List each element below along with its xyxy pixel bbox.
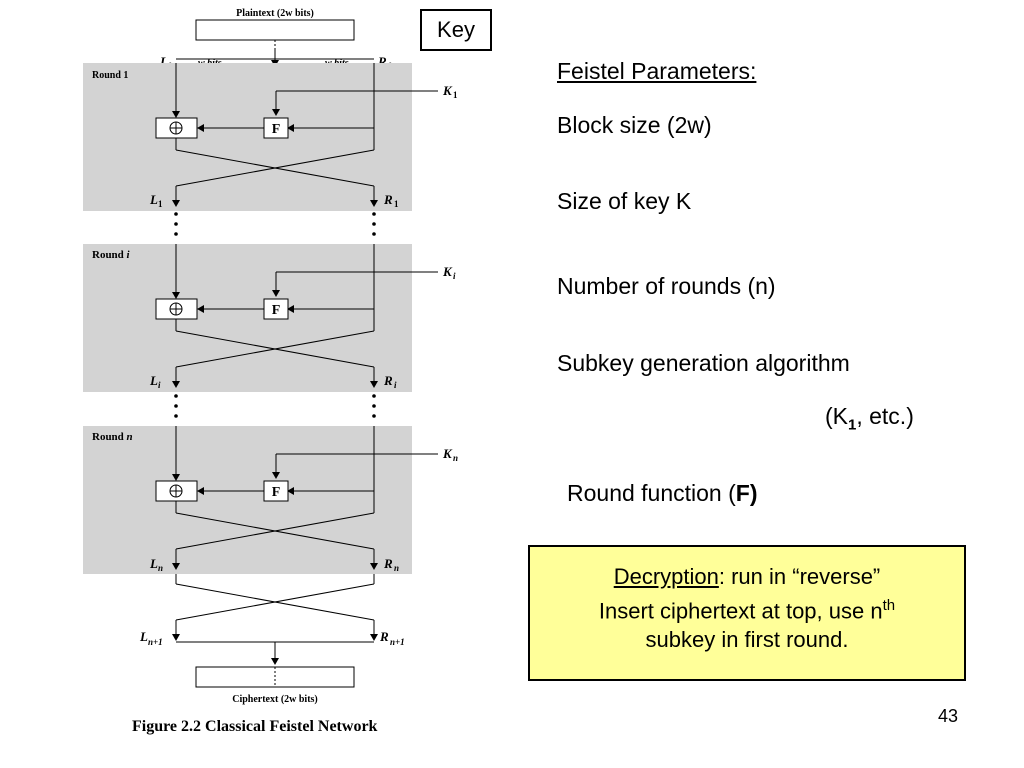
- svg-text:n: n: [394, 563, 399, 573]
- param-subkey-gen: Subkey generation algorithm: [557, 350, 850, 376]
- round-n: Round n K n F L n: [83, 426, 458, 574]
- L1-label: L 1: [149, 192, 163, 209]
- Ri-label: R i: [383, 373, 397, 390]
- plaintext-box: [195, 19, 355, 41]
- svg-text:i: i: [394, 380, 397, 390]
- svg-text:L: L: [149, 373, 158, 388]
- svg-text:R: R: [383, 373, 393, 388]
- svg-text:Round 1: Round 1: [92, 70, 128, 81]
- feistel-diagram: Plaintext (2w bits) L 0 w bits w bits R …: [83, 8, 458, 705]
- Li-label: L i: [149, 373, 161, 390]
- param-key-size: Size of key K: [557, 188, 692, 214]
- svg-text:F: F: [272, 122, 281, 137]
- svg-text:K: K: [442, 83, 453, 98]
- svg-text:i: i: [453, 271, 456, 281]
- svg-text:1: 1: [158, 199, 163, 209]
- svg-text:K: K: [442, 446, 453, 461]
- param-subkey-example: (K1, etc.): [825, 403, 914, 434]
- Rn1-label: R n+1: [379, 629, 405, 647]
- svg-text:R: R: [383, 192, 393, 207]
- svg-text:L: L: [139, 629, 148, 644]
- decryption-note: Decryption: run in “reverse” Insert ciph…: [528, 545, 966, 681]
- Ln1-label: L n+1: [139, 629, 163, 647]
- Ln-label: L n: [149, 556, 163, 573]
- param-round-function: Round function (F): [567, 480, 758, 506]
- param-rounds: Number of rounds (n): [557, 273, 776, 299]
- ciphertext-label: Ciphertext (2w bits): [232, 694, 318, 705]
- svg-text:1: 1: [394, 199, 399, 209]
- svg-text:n: n: [453, 453, 458, 463]
- svg-text:L: L: [149, 192, 158, 207]
- figure-caption: Figure 2.2 Classical Feistel Network: [132, 718, 378, 735]
- svg-text:L: L: [149, 556, 158, 571]
- param-block-size: Block size (2w): [557, 112, 712, 138]
- svg-text:i: i: [158, 380, 161, 390]
- svg-text:L: L: [159, 54, 168, 69]
- key-box: Key: [420, 9, 492, 51]
- svg-text:K: K: [442, 264, 453, 279]
- svg-text:n+1: n+1: [148, 637, 163, 647]
- decryption-text: Insert ciphertext at top, use nth subkey…: [598, 597, 896, 653]
- round-1: Round 1 K 1 F: [83, 63, 458, 211]
- svg-text:R: R: [383, 556, 393, 571]
- Rn-label: R n: [383, 556, 399, 573]
- svg-text:F: F: [272, 303, 281, 318]
- svg-text:n+1: n+1: [390, 637, 405, 647]
- key-label: Key: [437, 17, 475, 42]
- svg-text:R: R: [377, 54, 387, 69]
- round-i: Round 1 Round i K i F L: [83, 244, 456, 392]
- plaintext-label: Plaintext (2w bits): [236, 8, 314, 19]
- params-header: Feistel Parameters:: [557, 58, 757, 84]
- svg-text:F: F: [272, 485, 281, 500]
- ellipsis-2: [174, 394, 376, 418]
- ellipsis-1: [174, 212, 376, 236]
- svg-text:R: R: [379, 629, 389, 644]
- Kn-label: K n: [442, 446, 458, 463]
- svg-text:1: 1: [453, 90, 458, 100]
- final-swap: L n+1 R n+1: [139, 574, 405, 665]
- decryption-title: Decryption: run in “reverse”: [613, 564, 881, 589]
- svg-text:Round n: Round n: [92, 431, 133, 443]
- K1-label: K 1: [442, 83, 458, 100]
- svg-text:n: n: [158, 563, 163, 573]
- Ki-label: K i: [442, 264, 456, 281]
- page-number: 43: [938, 706, 959, 726]
- svg-text:Round i: Round i: [92, 249, 131, 261]
- R1-label: R 1: [383, 192, 399, 209]
